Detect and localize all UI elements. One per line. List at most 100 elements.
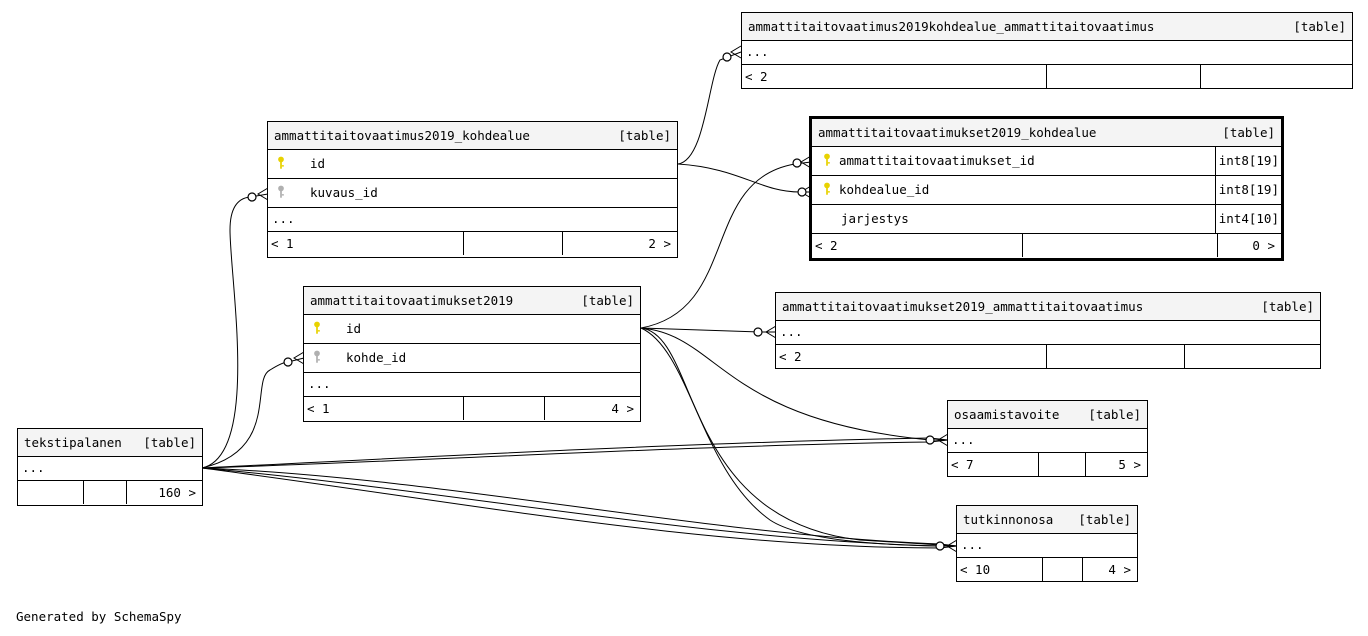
table-name: osaamistavoite	[954, 407, 1060, 422]
optional-marker	[925, 435, 935, 445]
relation-edge	[677, 163, 811, 193]
column-name: id	[310, 156, 326, 171]
crow-foot	[937, 433, 949, 447]
table-header: ammattitaitovaatimukset2019 [table]	[304, 287, 640, 315]
crow-foot	[765, 325, 777, 339]
key-icon	[314, 321, 320, 334]
optional-marker	[722, 52, 732, 62]
table-name: ammattitaitovaatimukset2019_ammattitaito…	[782, 299, 1144, 314]
relation-edge	[201, 437, 949, 469]
table-header: ammattitaitovaatimukset2019_ammattitaito…	[776, 293, 1320, 321]
table-footer: < 1 4 >	[304, 397, 640, 420]
child-count: 4 >	[1108, 562, 1131, 577]
more-columns: ...	[776, 321, 1320, 345]
parent-count: < 1	[271, 236, 294, 251]
table-box-ammattitaitovaatimukset2019-ammattitaitovaatimus[interactable]: ammattitaitovaatimukset2019_ammattitaito…	[775, 292, 1321, 369]
relation-edge	[201, 467, 957, 547]
more-columns: ...	[957, 534, 1137, 558]
table-kind: [table]	[1222, 125, 1275, 140]
parent-count: < 2	[779, 349, 802, 364]
crow-foot	[730, 45, 742, 59]
table-kind: [table]	[143, 435, 196, 450]
parent-count: < 7	[951, 457, 974, 472]
child-count: 2 >	[648, 236, 671, 251]
relation-edge	[640, 161, 812, 329]
relation-edge	[201, 357, 305, 469]
column-name: kohdealue_id	[839, 182, 930, 197]
column-name: id	[346, 321, 362, 336]
column-row: id	[268, 150, 677, 179]
table-name: tekstipalanen	[24, 435, 122, 450]
table-footer: < 1 2 >	[268, 232, 677, 255]
child-count: 160 >	[158, 485, 196, 500]
optional-marker	[283, 357, 293, 367]
crow-foot	[293, 351, 305, 365]
column-row: kohde_id	[304, 344, 640, 373]
table-kind: [table]	[618, 128, 671, 143]
more-columns: ...	[18, 457, 202, 481]
relation-edge	[201, 193, 269, 469]
table-name: ammattitaitovaatimukset2019	[310, 293, 514, 308]
table-name: tutkinnonosa	[963, 512, 1054, 527]
column-row: kuvaus_id	[268, 179, 677, 208]
crow-foot	[946, 539, 958, 553]
table-box-osaamistavoite[interactable]: osaamistavoite [table] ... < 7 5 >	[947, 400, 1148, 477]
more-columns: ...	[268, 208, 677, 232]
relation-edge	[640, 327, 948, 441]
relation-edge	[640, 327, 958, 547]
table-footer: < 2	[776, 345, 1320, 368]
column-type: int8[19]	[1214, 147, 1281, 175]
table-header: osaamistavoite [table]	[948, 401, 1147, 429]
table-box-ammattitaitovaatimus2019-kohdealue[interactable]: ammattitaitovaatimus2019_kohdealue [tabl…	[267, 121, 678, 258]
table-header: ammattitaitovaatimus2019_kohdealue [tabl…	[268, 122, 677, 150]
table-footer: 160 >	[18, 481, 202, 504]
crow-foot	[257, 187, 269, 201]
table-header: tekstipalanen [table]	[18, 429, 202, 457]
table-box-tekstipalanen[interactable]: tekstipalanen [table] ... 160 >	[17, 428, 203, 506]
child-count: 0 >	[1252, 238, 1275, 253]
parent-count: < 10	[960, 562, 991, 577]
parent-count: < 2	[745, 69, 768, 84]
table-kind: [table]	[1261, 299, 1314, 314]
optional-marker	[792, 158, 802, 168]
optional-marker	[753, 327, 763, 337]
table-box-ammattitaitovaatimukset2019[interactable]: ammattitaitovaatimukset2019 [table] id k…	[303, 286, 641, 422]
column-row: ammattitaitovaatimukset_id int8[19]	[812, 147, 1281, 176]
column-name: kuvaus_id	[310, 185, 378, 200]
table-footer: < 7 5 >	[948, 453, 1147, 476]
key-icon	[314, 350, 320, 363]
table-box-tutkinnonosa[interactable]: tutkinnonosa [table] ... < 10 4 >	[956, 505, 1138, 582]
key-icon	[824, 182, 830, 195]
optional-marker	[247, 192, 257, 202]
column-type: int8[19]	[1214, 176, 1281, 204]
table-kind: [table]	[1078, 512, 1131, 527]
relation-edge	[201, 467, 958, 549]
optional-marker	[797, 187, 807, 197]
column-name: ammattitaitovaatimukset_id	[839, 153, 1035, 168]
relation-edge	[677, 51, 742, 165]
child-count: 5 >	[1118, 457, 1141, 472]
table-footer: < 2	[742, 65, 1352, 88]
column-name: kohde_id	[346, 350, 407, 365]
relation-edge	[201, 439, 949, 469]
key-icon	[824, 153, 830, 166]
column-row: kohdealue_id int8[19]	[812, 176, 1281, 205]
table-box-ammattitaitovaatimus2019kohdealue-ammattitaitovaatimus[interactable]: ammattitaitovaatimus2019kohdealue_ammatt…	[741, 12, 1353, 89]
table-kind: [table]	[581, 293, 634, 308]
generated-by-footer: Generated by SchemaSpy	[16, 609, 182, 624]
table-kind: [table]	[1293, 19, 1346, 34]
table-name: ammattitaitovaatimukset2019_kohdealue	[818, 125, 1097, 140]
more-columns: ...	[948, 429, 1147, 453]
table-name: ammattitaitovaatimus2019kohdealue_ammatt…	[748, 19, 1155, 34]
parent-count: < 1	[307, 401, 330, 416]
column-name: jarjestys	[841, 211, 909, 226]
child-count: 4 >	[611, 401, 634, 416]
table-header: ammattitaitovaatimus2019kohdealue_ammatt…	[742, 13, 1352, 41]
table-box-ammattitaitovaatimukset2019-kohdealue[interactable]: ammattitaitovaatimukset2019_kohdealue [t…	[809, 116, 1284, 261]
column-type: int4[10]	[1214, 205, 1281, 233]
more-columns: ...	[742, 41, 1352, 65]
table-name: ammattitaitovaatimus2019_kohdealue	[274, 128, 530, 143]
key-icon	[278, 185, 284, 198]
column-row: jarjestys int4[10]	[812, 205, 1281, 234]
key-icon	[278, 156, 284, 169]
